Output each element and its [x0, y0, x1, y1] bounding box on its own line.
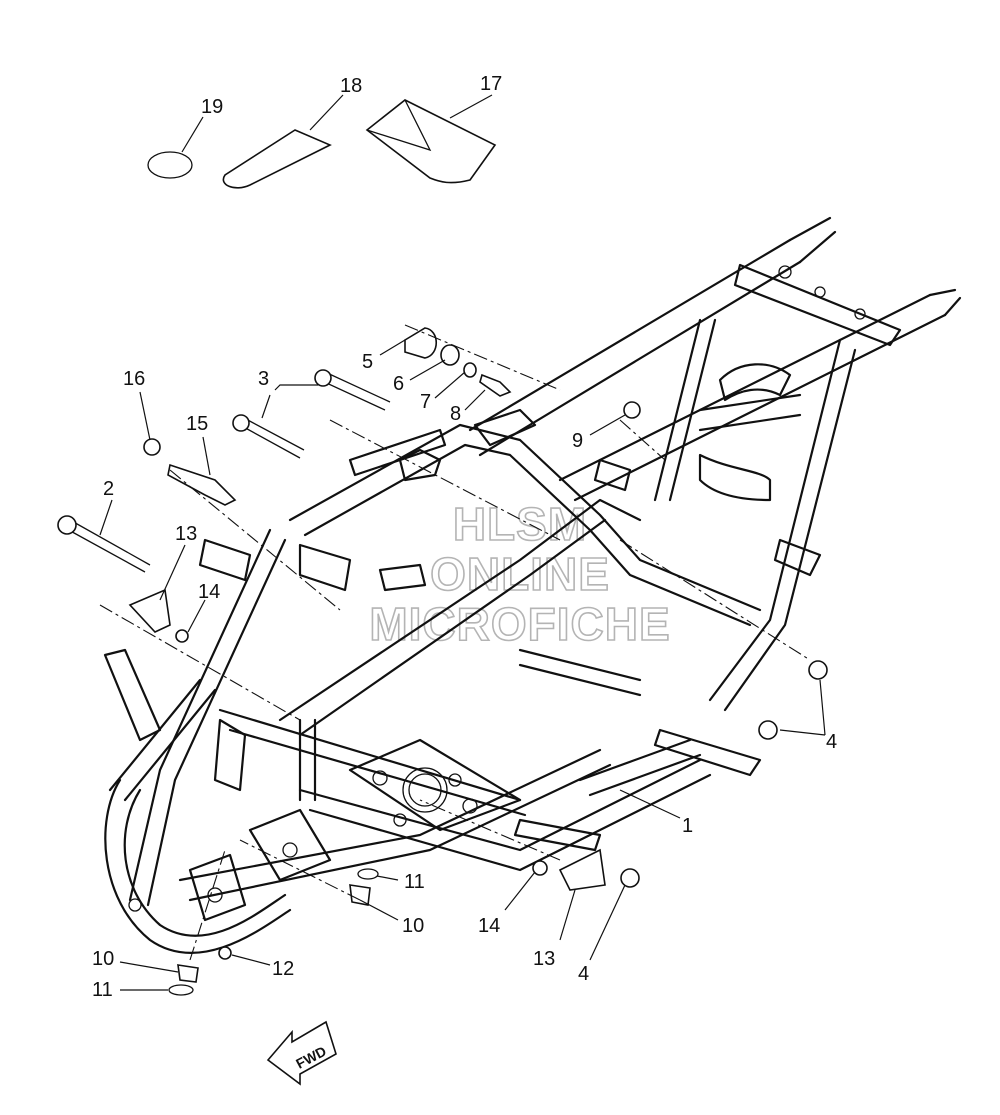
ring-11-right [357, 868, 379, 880]
callout-17: 17 [480, 73, 502, 95]
callout-9: 9 [572, 430, 583, 452]
callout-15: 15 [186, 413, 208, 435]
bracket-15 [167, 463, 237, 506]
nut-4b [758, 720, 778, 740]
nut-4c [620, 868, 640, 888]
callout-10-left: 10 [92, 948, 114, 970]
loose-parts [57, 99, 828, 996]
bolt-3a [319, 371, 391, 411]
callout-11-left: 11 [92, 979, 113, 1001]
watermark-line-3: MICROFICHE [369, 598, 670, 650]
collar-5 [404, 327, 438, 359]
watermark-line-2: ONLINE [430, 548, 610, 600]
callout-2: 2 [103, 478, 114, 500]
callout-3: 3 [258, 368, 269, 390]
callout-18: 18 [340, 75, 362, 97]
callout-11-right: 11 [404, 871, 425, 893]
bolt-8 [479, 373, 512, 397]
nut-4a [808, 660, 828, 680]
callout-13-right: 13 [533, 948, 555, 970]
bolt-14-right [532, 860, 548, 876]
damper-10-left [177, 964, 199, 983]
callout-5: 5 [362, 351, 373, 373]
watermark: HLSM ONLINE MICROFICHE [369, 497, 671, 651]
callout-8: 8 [450, 403, 461, 425]
callout-19: 19 [201, 96, 223, 118]
bolt-16 [143, 438, 161, 456]
bolt-2 [64, 519, 151, 573]
plate-13-right [558, 848, 606, 891]
fwd-arrow-icon [266, 1020, 337, 1086]
callout-7: 7 [420, 391, 431, 413]
callout-4-right: 4 [826, 731, 837, 753]
tool-case-17 [365, 99, 497, 184]
callout-13-left: 13 [175, 523, 197, 545]
bushing-6 [440, 344, 460, 366]
main-frame [103, 216, 962, 954]
bolt-3b [239, 417, 305, 459]
washer-7 [463, 362, 477, 378]
callout-14-right: 14 [478, 915, 500, 937]
leader-lines [99, 94, 826, 991]
ring-11-left [168, 984, 194, 996]
callout-10-right: 10 [402, 915, 424, 937]
plate-13-left [128, 588, 171, 633]
bolt-12 [218, 946, 232, 960]
callout-4-bottom: 4 [578, 963, 589, 985]
assembly-lines [99, 324, 811, 961]
callout-1: 1 [682, 815, 693, 837]
damper-10-right [349, 884, 371, 906]
forward-direction-arrow: FWD [266, 1020, 337, 1086]
nut-9 [623, 401, 641, 419]
strap-18 [222, 129, 332, 189]
callout-16: 16 [123, 368, 145, 390]
callout-14-left: 14 [198, 581, 220, 603]
bolt-14-left [175, 629, 189, 643]
callouts: 1 2 3 4 4 4 5 6 7 8 9 10 10 11 11 12 13 … [92, 73, 837, 1001]
callout-12: 12 [272, 958, 294, 980]
callout-6: 6 [393, 373, 404, 395]
o-ring-19 [147, 151, 193, 179]
